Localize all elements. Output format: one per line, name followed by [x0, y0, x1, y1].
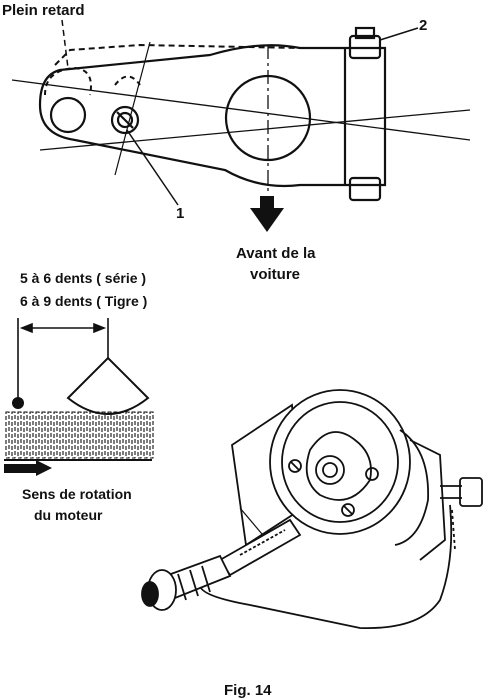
teeth-dimension	[17, 318, 109, 400]
flywheel-tooth	[83, 411, 88, 459]
axis-line-b	[39, 109, 471, 151]
flywheel-tooth	[47, 411, 52, 459]
pointer-line-retard	[61, 19, 69, 69]
callout-1: 1	[176, 205, 184, 222]
rotation-label-line1: Sens de rotation	[22, 486, 132, 502]
rotation-arrow	[4, 460, 52, 476]
flywheel-tooth	[41, 411, 46, 459]
flywheel-tooth	[23, 411, 28, 459]
advance-plate-drawing	[38, 26, 387, 202]
flywheel-tooth	[17, 411, 22, 459]
teeth-group	[5, 411, 154, 459]
forward-arrow	[250, 196, 284, 232]
flywheel-tooth	[101, 411, 106, 459]
distributor-drawing	[141, 389, 483, 629]
flywheel-tooth	[113, 411, 118, 459]
callout-2: 2	[419, 17, 427, 34]
label-plein-retard: Plein retard	[2, 2, 85, 19]
flywheel-tooth	[89, 411, 94, 459]
teeth-count-tigre: 6 à 9 dents ( Tigre )	[20, 293, 147, 309]
arrow-label-line1: Avant de la	[236, 245, 316, 262]
full-retard-outline	[54, 43, 301, 66]
flywheel-tooth	[107, 411, 112, 459]
full-retard-slot-outline	[114, 75, 141, 86]
figure-caption: Fig. 14	[224, 682, 272, 699]
flywheel-tooth	[119, 411, 124, 459]
flywheel-tooth	[29, 411, 34, 459]
teeth-count-serie: 5 à 6 dents ( série )	[20, 270, 146, 286]
slot-guide-line	[114, 41, 151, 176]
axis-line-a	[11, 79, 471, 141]
flywheel-tooth	[5, 411, 10, 459]
rotation-label-line2: du moteur	[34, 507, 103, 523]
flywheel-tooth	[35, 411, 40, 459]
flywheel-tooth	[65, 411, 70, 459]
flywheel-tooth	[11, 411, 16, 459]
pointer-line-2	[379, 27, 419, 41]
flywheel-tooth	[137, 411, 142, 459]
flywheel-tooth	[131, 411, 136, 459]
flywheel-tooth	[77, 411, 82, 459]
flywheel-tooth	[149, 411, 154, 459]
arrow-label-line2: voiture	[250, 266, 300, 283]
flywheel-tooth	[53, 411, 58, 459]
flywheel-tooth	[143, 411, 148, 459]
flywheel-tooth	[59, 411, 64, 459]
pointer-line-1	[126, 129, 179, 206]
flywheel-tooth	[95, 411, 100, 459]
timing-pointer	[12, 356, 150, 415]
full-retard-outline-left	[44, 66, 92, 96]
flywheel-tooth	[71, 411, 76, 459]
flywheel-tooth	[125, 411, 130, 459]
